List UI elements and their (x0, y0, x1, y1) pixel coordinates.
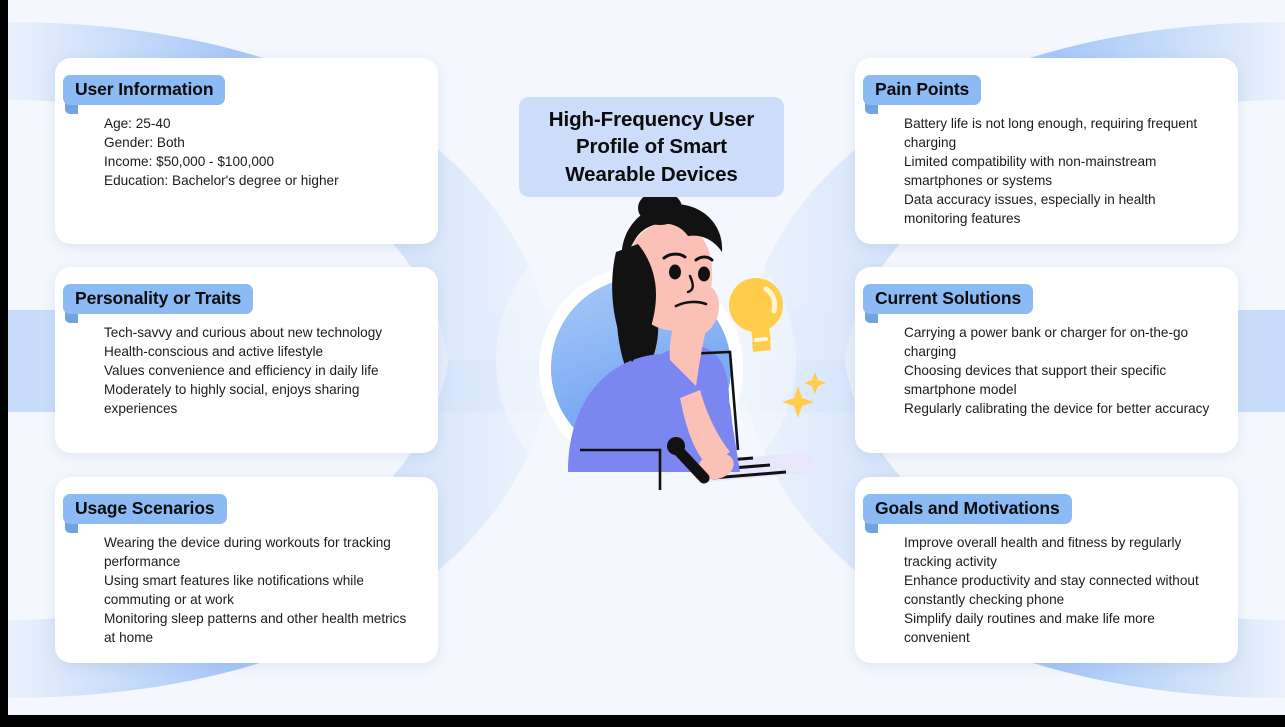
card-personality-or-traits[interactable]: Personality or Traits Tech-savvy and cur… (55, 267, 438, 453)
card-goals-and-motivations[interactable]: Goals and Motivations Improve overall he… (855, 477, 1238, 663)
card-title-pain-points: Pain Points (863, 75, 982, 105)
card-body-usage: Wearing the device during workouts for t… (55, 477, 438, 669)
card-title-badge-usage: Usage Scenarios (63, 494, 227, 533)
card-current-solutions[interactable]: Current Solutions Carrying a power bank … (855, 267, 1238, 453)
card-title-current-solutions: Current Solutions (863, 284, 1034, 314)
list-item: Choosing devices that support their spec… (904, 363, 1167, 397)
card-user-information[interactable]: User Information Age: 25-40 Gender: Both… (55, 58, 438, 244)
list-item: Tech-savvy and curious about new technol… (104, 325, 383, 340)
card-title-user-information: User Information (63, 75, 226, 105)
card-body-pain-points: Battery life is not long enough, requiri… (855, 58, 1238, 250)
card-body-goals: Improve overall health and fitness by re… (855, 477, 1238, 669)
list-item: Gender: Both (104, 135, 185, 150)
list-item: Simplify daily routines and make life mo… (904, 611, 1155, 645)
card-body-current-solutions: Carrying a power bank or charger for on-… (855, 267, 1238, 440)
card-title-badge-current-solutions: Current Solutions (863, 284, 1034, 323)
list-item: Carrying a power bank or charger for on-… (904, 325, 1189, 359)
list-item: Education: Bachelor's degree or higher (104, 173, 339, 188)
list-item: Age: 25-40 (104, 116, 171, 131)
card-title-usage: Usage Scenarios (63, 494, 227, 524)
list-item: Values convenience and efficiency in dai… (104, 363, 379, 378)
list-item: Regularly calibrating the device for bet… (904, 401, 1210, 416)
card-title-personality: Personality or Traits (63, 284, 254, 314)
center-title-line-3: Wearable Devices (565, 162, 738, 186)
center-title-box: High-Frequency User Profile of Smart Wea… (519, 97, 784, 197)
list-item: Improve overall health and fitness by re… (904, 535, 1182, 569)
list-item: Using smart features like notifications … (104, 573, 364, 607)
list-item: Wearing the device during workouts for t… (104, 535, 391, 569)
list-item: Limited compatibility with non-mainstrea… (904, 154, 1157, 188)
card-title-badge-goals: Goals and Motivations (863, 494, 1072, 533)
card-pain-points[interactable]: Pain Points Battery life is not long eno… (855, 58, 1238, 244)
list-item: Enhance productivity and stay connected … (904, 573, 1199, 607)
list-item: Health-conscious and active lifestyle (104, 344, 324, 359)
list-item: Income: $50,000 - $100,000 (104, 154, 275, 169)
card-title-badge-user-information: User Information (63, 75, 226, 114)
card-body-user-information: Age: 25-40 Gender: Both Income: $50,000 … (55, 58, 438, 212)
infographic-canvas: High-Frequency User Profile of Smart Wea… (8, 0, 1285, 715)
illustration-circle (551, 278, 731, 458)
center-title-line-1: High-Frequency User (548, 108, 755, 132)
center-title-line-2: Profile of Smart (575, 135, 728, 159)
card-title-badge-personality: Personality or Traits (63, 284, 254, 323)
list-item: Moderately to highly social, enjoys shar… (104, 382, 360, 416)
list-item: Monitoring sleep patterns and other heal… (104, 611, 407, 645)
list-item: Battery life is not long enough, requiri… (904, 116, 1198, 150)
list-item: Data accuracy issues, especially in heal… (904, 192, 1156, 226)
card-body-personality: Tech-savvy and curious about new technol… (55, 267, 438, 440)
card-title-goals: Goals and Motivations (863, 494, 1072, 524)
card-usage-scenarios[interactable]: Usage Scenarios Wearing the device durin… (55, 477, 438, 663)
card-title-badge-pain-points: Pain Points (863, 75, 982, 114)
